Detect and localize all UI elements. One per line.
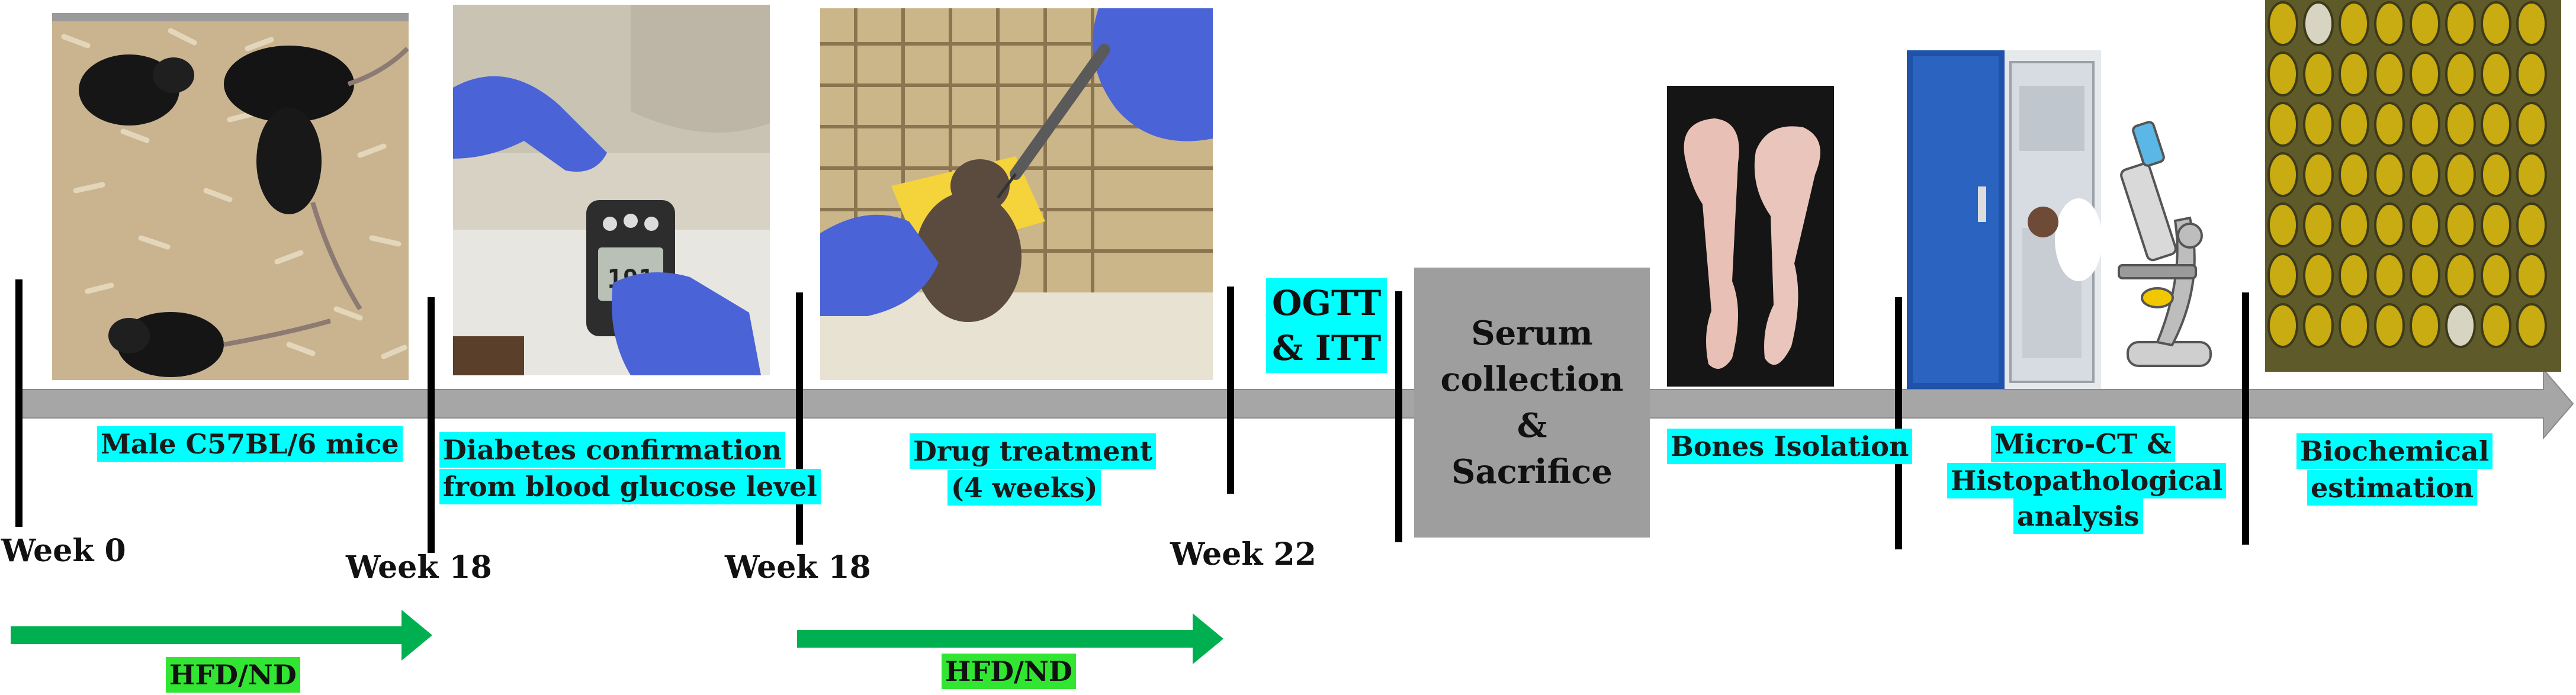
microct-label-line-2: Histopathological [1947, 463, 2227, 498]
micro-ct-photo [1907, 50, 2101, 389]
tick-week-18a [428, 297, 435, 553]
serum-line-1: Serum [1471, 314, 1593, 353]
tick-biochem [2242, 292, 2249, 545]
microct-label-line-1: Micro-CT & [1991, 426, 2175, 462]
well-plate-photo [2265, 0, 2561, 372]
week-18b-label: Week 18 [725, 549, 871, 585]
ogtt-line-1: OGTT [1272, 283, 1382, 323]
bones-photo [1667, 86, 1834, 387]
mice-photo [52, 13, 409, 380]
tick-week-18b [796, 292, 803, 545]
week-0-label: Week 0 [1, 533, 126, 569]
biochem-label-line-2: estimation [2307, 470, 2478, 506]
serum-line-2: collection [1440, 360, 1624, 399]
week-22-label: Week 22 [1170, 536, 1316, 572]
diabetes-label-line-2: from blood glucose level [439, 469, 821, 504]
diet-label-1: HFD/ND [166, 657, 300, 693]
microct-label-line-3: analysis [2013, 498, 2143, 534]
diet-label-2: HFD/ND [942, 654, 1076, 689]
timeline-arrow [17, 368, 2574, 440]
ogtt-line-2: & ITT [1272, 328, 1382, 368]
glucometer-photo: 191 [453, 5, 770, 375]
drug-label-line-2: (4 weeks) [947, 470, 1101, 506]
diet-arrow-2 [797, 613, 1223, 664]
biochem-label-line-1: Biochemical [2296, 433, 2493, 469]
week-18a-label: Week 18 [346, 549, 492, 585]
diabetes-label-line-1: Diabetes confirmation [439, 432, 786, 468]
tick-ogtt [1395, 291, 1402, 542]
bones-label: Bones Isolation [1667, 429, 1913, 464]
serum-line-4: Sacrifice [1451, 452, 1613, 491]
ogtt-itt-label: OGTT & ITT [1266, 278, 1387, 373]
drug-label-line-1: Drug treatment [910, 433, 1157, 469]
tick-week-0 [15, 279, 23, 527]
microscope-icon [2118, 121, 2212, 367]
mice-label: Male C57BL/6 mice [97, 426, 403, 462]
drug-treatment-photo [820, 8, 1213, 380]
tick-week-22 [1227, 287, 1234, 494]
tick-microct [1895, 297, 1902, 549]
serum-sacrifice-box: Serum collection & Sacrifice [1414, 268, 1650, 538]
serum-line-3: & [1517, 406, 1547, 445]
diet-arrow-1 [11, 610, 432, 661]
